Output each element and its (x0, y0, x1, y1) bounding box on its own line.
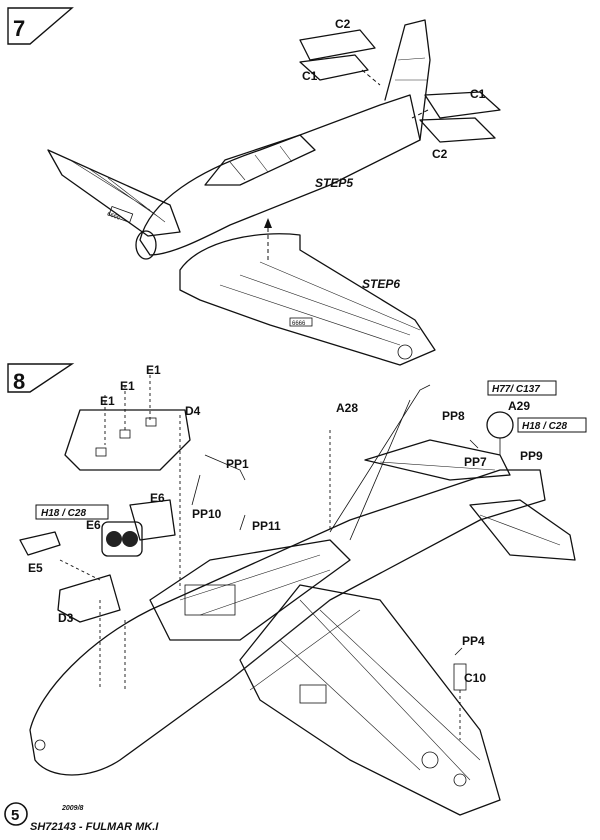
step-8-flag: 8 (7, 363, 75, 394)
part-d3 (57, 574, 121, 623)
part-label-pp9: PP9 (520, 449, 543, 463)
part-pp1-rod (191, 454, 246, 531)
step5-label: STEP5 (315, 176, 353, 190)
page-number-badge (4, 802, 28, 826)
paint-box-h18-c28-right: H18 / C28 (517, 417, 587, 433)
step-8-section: 8 (7, 363, 587, 816)
part-label-e1-c: E1 (146, 363, 161, 377)
part-a29-mirror (469, 411, 514, 455)
part-e6 (101, 499, 176, 557)
footer: 5 2009/8 SH72143 - FULMAR MK.I (4, 802, 159, 833)
part-label-pp11: PP11 (252, 519, 281, 533)
part-label-pp8: PP8 (442, 409, 465, 423)
part-label-c10: C10 (464, 671, 486, 685)
part-label-e6-a: E6 (150, 491, 165, 505)
footer-title: SH72143 - FULMAR MK.I (30, 821, 159, 833)
paint-code-left: H18 / C28 (41, 508, 86, 519)
part-label-pp10: PP10 (192, 507, 222, 521)
page-number: 5 (11, 807, 19, 824)
part-label-pp1: PP1 (226, 457, 249, 471)
step-number-8: 8 (13, 369, 25, 394)
elevator-parts-right: C1 C2 (411, 87, 501, 161)
assembly-guides (59, 375, 461, 740)
step-number-7: 7 (13, 16, 25, 41)
paint-code-top: H77/ C137 (492, 384, 540, 395)
part-label-c1-top: C1 (302, 69, 318, 83)
part-label-a28: A28 (336, 401, 358, 415)
part-label-c2-top: C2 (335, 17, 351, 31)
step6-label: STEP6 (362, 277, 400, 291)
part-label-pp7: PP7 (464, 455, 487, 469)
part-label-e1-a: E1 (100, 394, 115, 408)
part-label-e5: E5 (28, 561, 43, 575)
part-label-pp4: PP4 (462, 634, 485, 648)
part-d4-panel (64, 409, 191, 471)
footer-year: 2009/8 (61, 805, 84, 812)
aircraft-upper-drawing: 6666 6666 (47, 19, 436, 366)
part-label-a29: A29 (508, 399, 530, 413)
part-label-c1-right: C1 (470, 87, 486, 101)
paint-code-right: H18 / C28 (522, 421, 567, 432)
part-label-e1-b: E1 (120, 379, 135, 393)
paint-box-h77-c137: H77/ C137 (487, 380, 557, 396)
paint-box-h18-c28-left: H18 / C28 (35, 504, 109, 520)
wing-serial: 6666 (106, 211, 121, 221)
part-label-d4: D4 (185, 404, 201, 418)
lower-wing-code: 6666 (292, 321, 306, 327)
step-7-section: 7 6666 6666 (7, 7, 501, 366)
aircraft-lower-drawing (29, 384, 576, 816)
part-e5 (19, 531, 61, 556)
part-label-e6-b: E6 (86, 518, 101, 532)
part-label-c2-right: C2 (432, 147, 448, 161)
elevator-parts-top: C2 C1 (299, 17, 381, 86)
step-7-flag: 7 (7, 7, 74, 45)
part-label-d3: D3 (58, 611, 74, 625)
